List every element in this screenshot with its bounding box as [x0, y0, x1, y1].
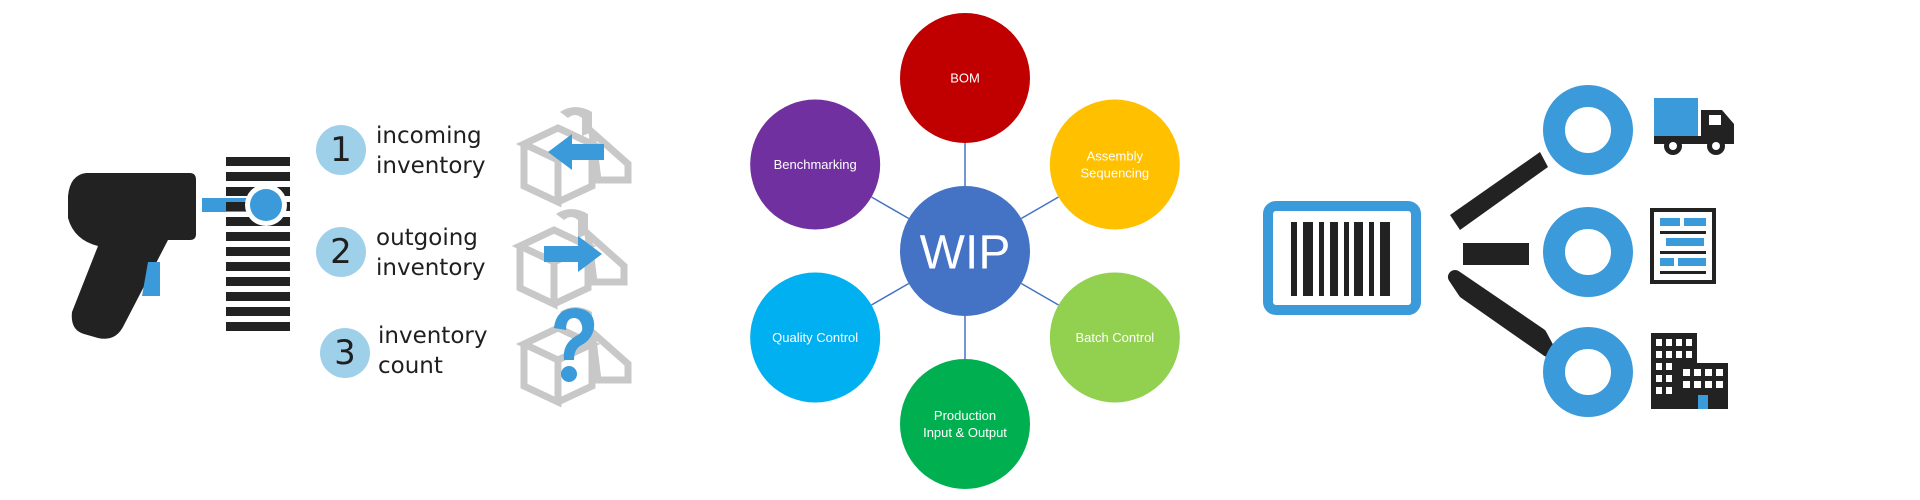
wip-node-circle [750, 99, 881, 230]
wip-hub-circle [900, 186, 1030, 316]
office-buildings-icon [1651, 333, 1728, 409]
inventory-steps: 1 incoming inventory 2 outgoing inventor… [316, 107, 632, 408]
wip-node-circle [900, 359, 1030, 489]
step-label-line1: outgoing [376, 225, 478, 251]
wip-node-label: Assembly [1087, 149, 1144, 164]
wip-connector-benchmarking [871, 196, 910, 220]
step-number-badge [316, 227, 366, 277]
box-incoming-arrow-icon [515, 107, 632, 208]
distribution-rings [1543, 85, 1633, 417]
wip-node-batch-control: Batch Control [1049, 272, 1180, 403]
wip-node-label: Quality Control [772, 330, 858, 345]
inventory-step-outgoing: 2 outgoing inventory [316, 209, 628, 310]
step-number-badge [316, 125, 366, 175]
box-question-icon [515, 307, 632, 408]
inventory-step-incoming: 1 incoming inventory [316, 107, 632, 208]
wip-node-label: Input & Output [923, 425, 1007, 440]
wip-connector-batch-control [1020, 282, 1059, 306]
wip-node-label: BOM [950, 71, 980, 86]
warehouse-shelf-icon [1650, 208, 1716, 284]
wip-node-label: Production [934, 408, 996, 423]
step-number-badge [320, 328, 370, 378]
step-label-line1: incoming [376, 123, 482, 149]
step-label-line1: inventory [378, 323, 487, 349]
wip-node-bom: BOM [900, 13, 1030, 143]
wip-node-label: Benchmarking [774, 157, 857, 172]
wip-node-benchmarking: Benchmarking [750, 99, 881, 230]
step-label-line2: inventory [376, 153, 485, 179]
inventory-step-count: 3 inventory count [320, 307, 632, 408]
barcode-scanner-illustration [68, 157, 290, 339]
scanned-barcode-stripes [226, 157, 290, 331]
wip-node-circle [1049, 99, 1180, 230]
step-number: 1 [330, 130, 352, 170]
wip-node-label: Batch Control [1075, 330, 1154, 345]
wip-connector-quality-control [871, 282, 910, 306]
wip-hub: WIP [900, 186, 1030, 316]
wip-node-circle [1049, 272, 1180, 403]
delivery-truck-icon [1654, 98, 1734, 155]
wip-connectors [871, 143, 1059, 359]
barcode-distribution [1263, 85, 1734, 417]
step-label-line2: count [378, 353, 443, 379]
step-label-line2: inventory [376, 255, 485, 281]
ring-node-icon [1543, 85, 1633, 175]
step-number: 3 [334, 333, 356, 373]
barcode-label-icon [1263, 201, 1421, 315]
scan-target-dot [250, 189, 282, 221]
ring-node-icon [1543, 207, 1633, 297]
step-number: 2 [330, 232, 352, 272]
scanner-gun-icon [68, 173, 196, 339]
wip-node-quality-control: Quality Control [750, 272, 881, 403]
wip-connector-assembly-sequencing [1020, 196, 1059, 220]
box-outgoing-arrow-icon [511, 209, 628, 310]
ring-node-icon [1543, 327, 1633, 417]
distribution-connectors [1448, 152, 1555, 357]
wip-node-label: Sequencing [1080, 166, 1149, 181]
wip-node-circle [900, 13, 1030, 143]
wip-hub-label: WIP [920, 227, 1011, 280]
wip-node-circle [750, 272, 881, 403]
